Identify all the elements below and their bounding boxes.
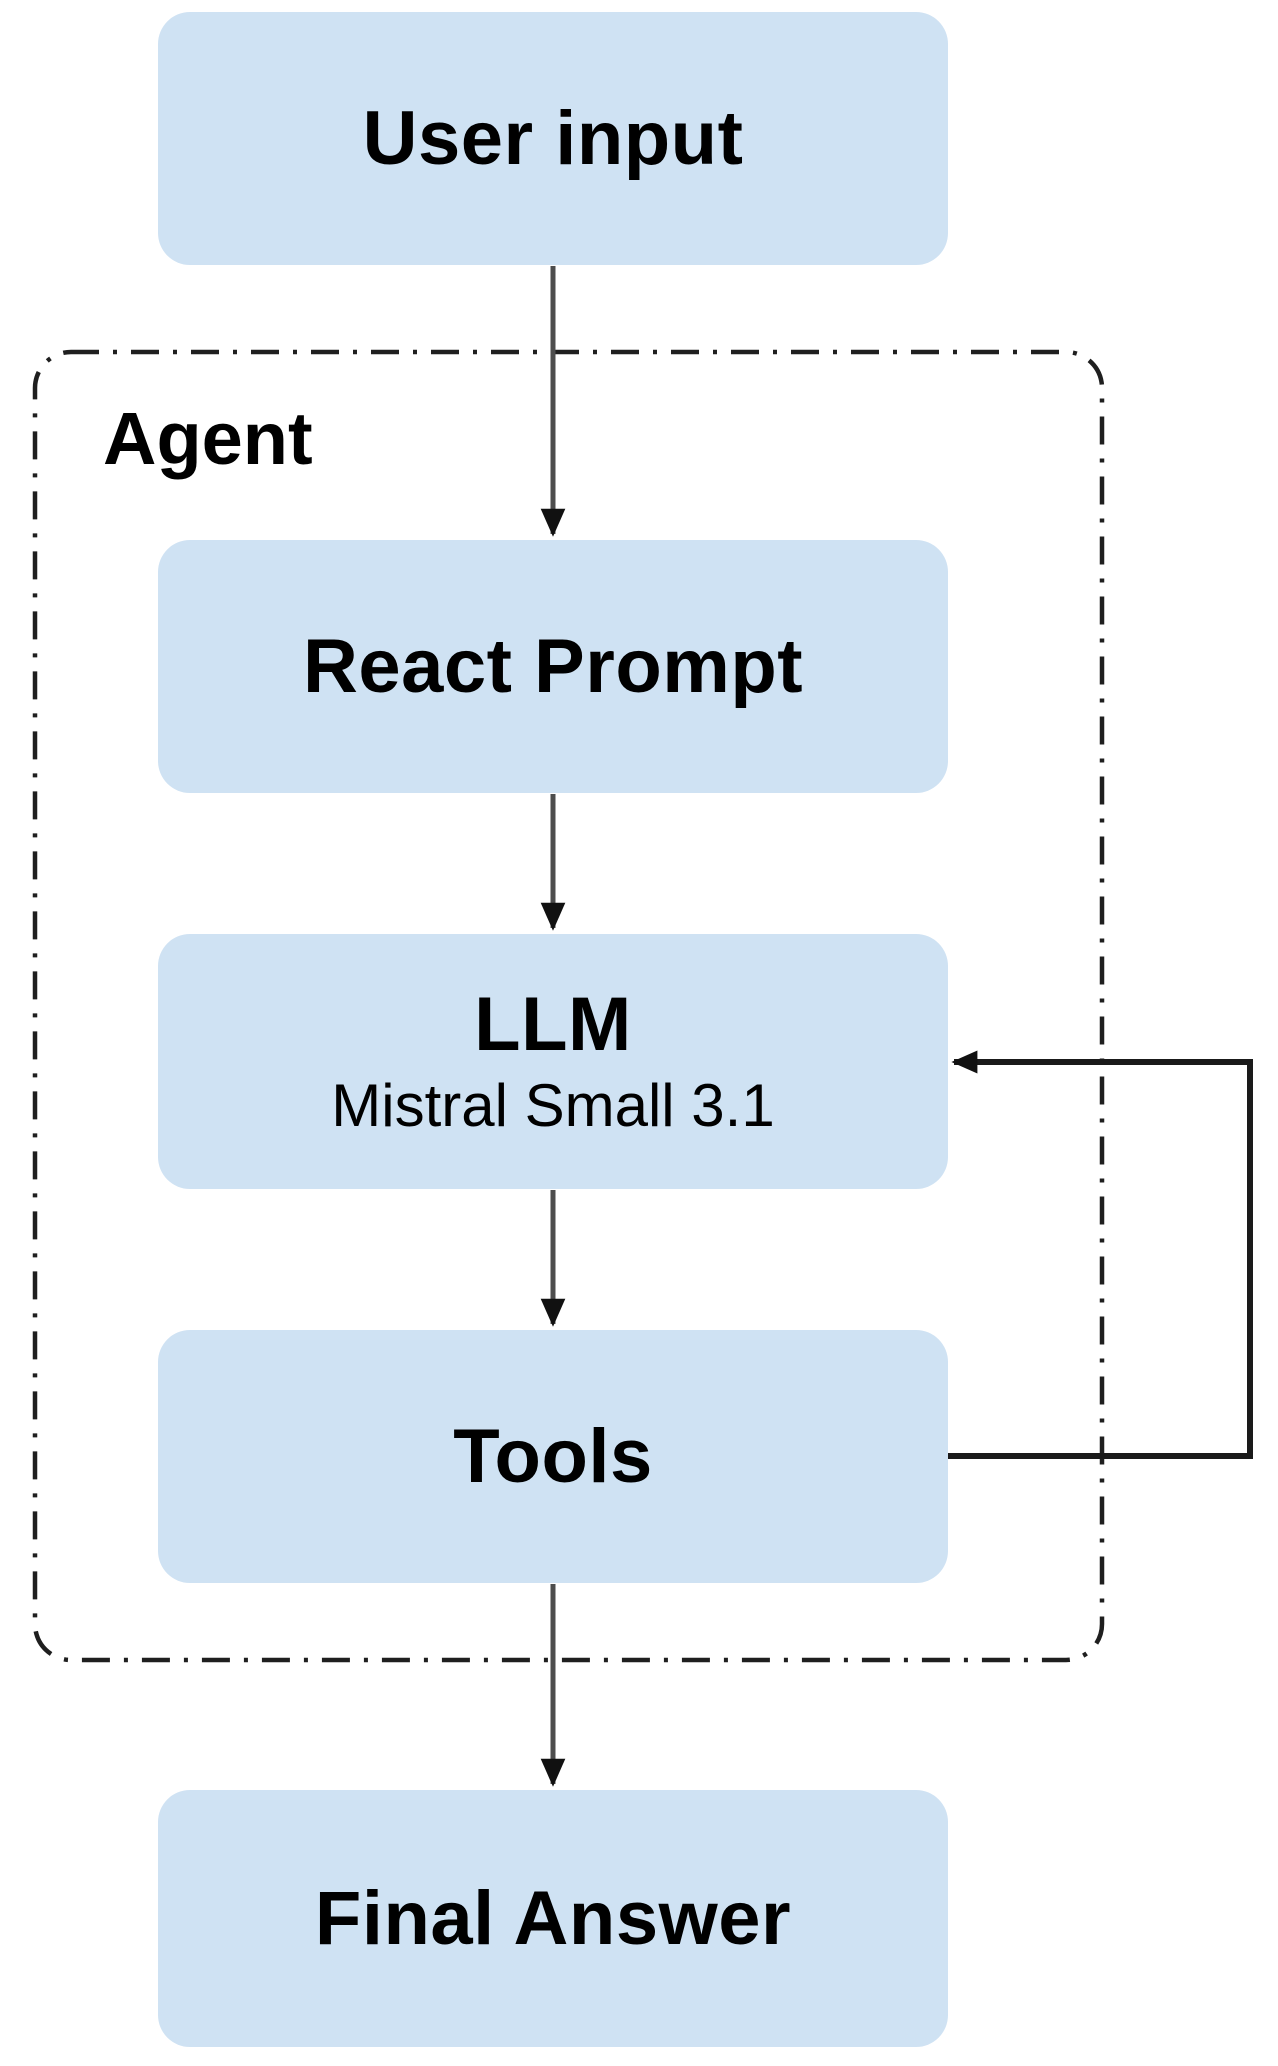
node-tools: Tools [158, 1330, 948, 1583]
agent-label: Agent [103, 397, 313, 480]
node-final-answer-label: Final Answer [314, 1875, 792, 1961]
node-react-prompt-label: React Prompt [302, 623, 804, 709]
node-llm: LLM Mistral Small 3.1 [158, 934, 948, 1189]
node-llm-sublabel: Mistral Small 3.1 [331, 1071, 775, 1139]
node-llm-label: LLM [474, 981, 632, 1067]
agent-container-border [32, 349, 1105, 1663]
node-react-prompt: React Prompt [158, 540, 948, 793]
node-user-input: User input [158, 12, 948, 265]
arrow-tools-to-llm-feedback-loop [948, 1050, 1253, 1459]
node-final-answer: Final Answer [158, 1790, 948, 2047]
node-user-input-label: User input [362, 95, 744, 181]
node-tools-label: Tools [453, 1413, 653, 1499]
